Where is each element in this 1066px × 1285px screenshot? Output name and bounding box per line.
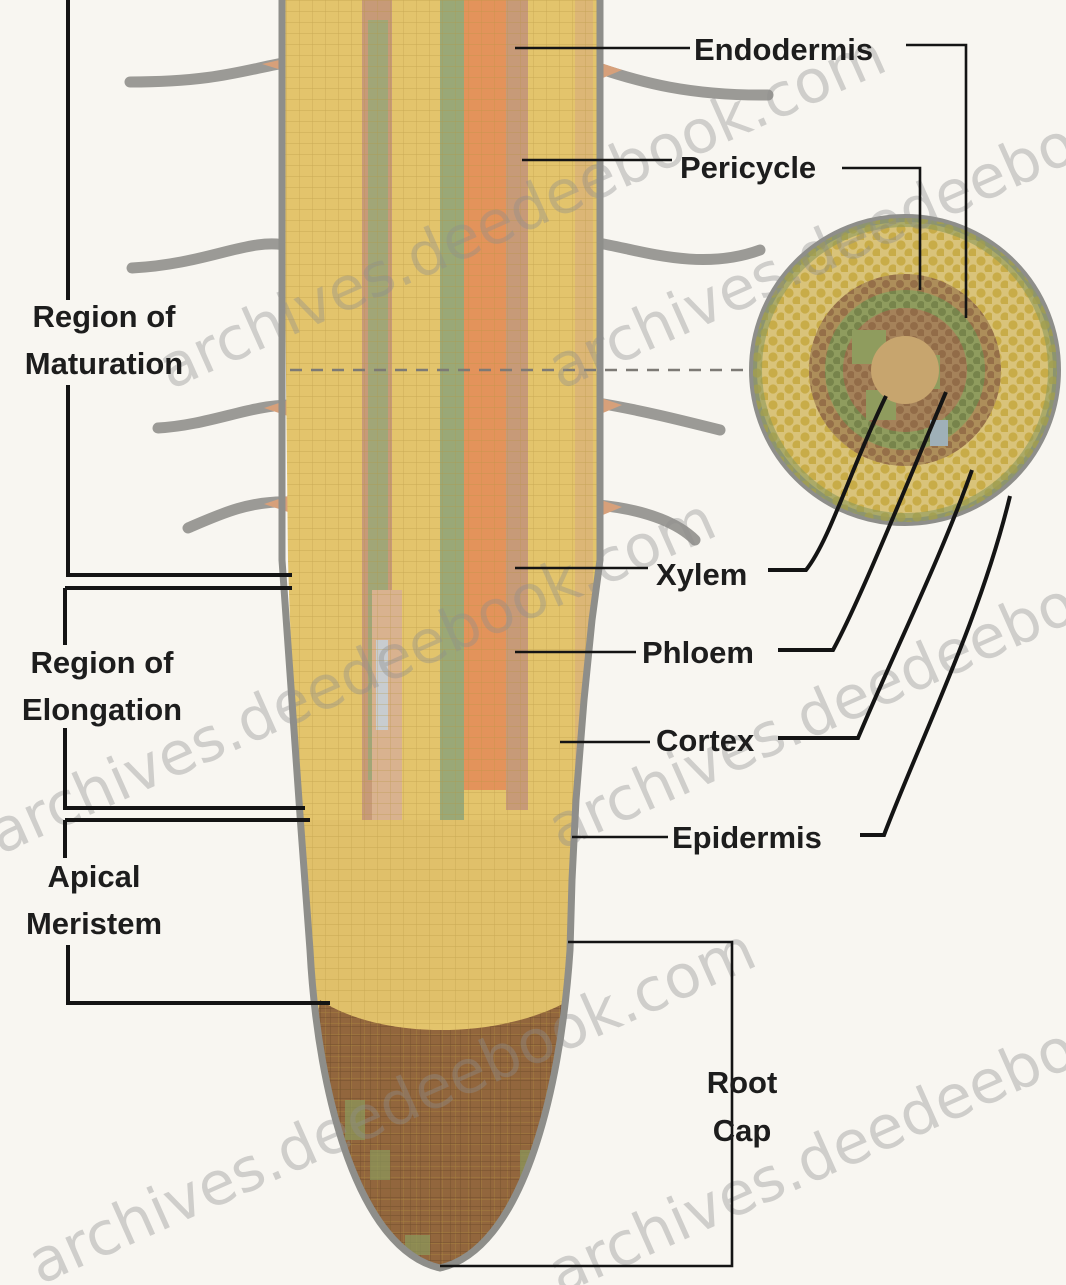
label-meristem-line2: Meristem [26,906,162,941]
label-xylem: Xylem [656,557,747,592]
label-maturation-line1: Region of [33,299,177,334]
label-elongation-line1: Region of [31,645,175,680]
label-elongation-line2: Elongation [22,692,182,727]
label-meristem-line1: Apical [47,859,140,894]
label-cortex: Cortex [656,723,755,758]
label-phloem: Phloem [642,635,754,670]
label-maturation-line2: Maturation [25,346,183,381]
label-epidermis: Epidermis [672,820,822,855]
label-endodermis: Endodermis [694,32,873,67]
label-pericycle: Pericycle [680,150,816,185]
label-root-cap-line1: Root [707,1065,778,1100]
label-root-cap-line2: Cap [713,1113,772,1148]
